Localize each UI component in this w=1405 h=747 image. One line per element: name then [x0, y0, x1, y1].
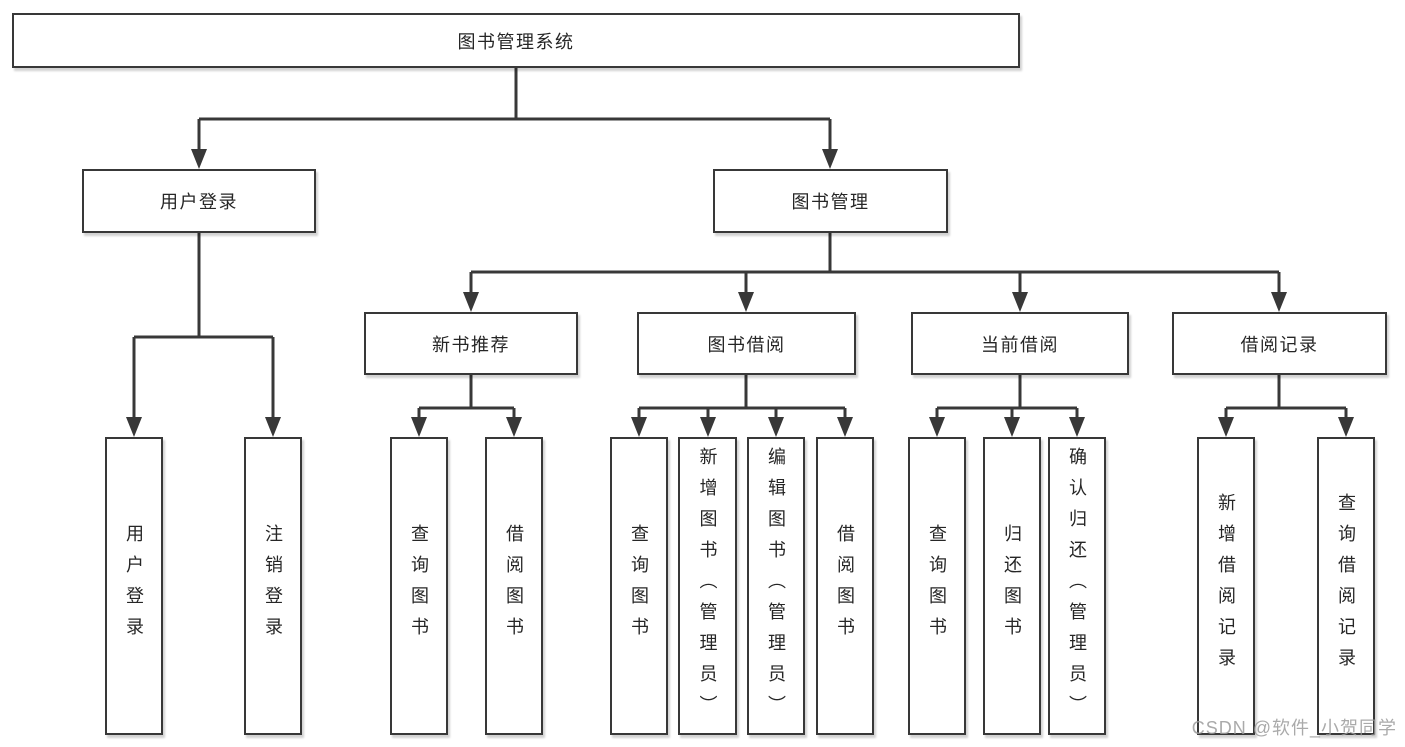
arrow-icon: [1004, 417, 1020, 437]
leaf-records-add-record-label: 新增借阅记录: [1216, 493, 1236, 679]
arrow-icon: [631, 417, 647, 437]
leaf-current-return-books: 归还图书: [983, 437, 1041, 735]
edge-book-mgmt-to-level3: [469, 233, 1281, 294]
leaf-borrow-edit-books-admin: 编辑图书（管理员）: [747, 437, 805, 735]
node-book-borrow-label: 图书借阅: [707, 334, 786, 355]
arrow-icon: [1012, 292, 1028, 312]
node-borrow-records: 借阅记录: [1172, 312, 1387, 375]
leaf-logout-label: 注销登录: [263, 524, 283, 648]
leaf-borrow-add-books-admin: 新增图书（管理员）: [678, 437, 737, 735]
edge-new-book-to-leaves: [417, 375, 516, 419]
arrow-icon: [126, 417, 142, 437]
edge-current-borrow-to-leaves: [935, 375, 1079, 419]
arrow-icon: [1271, 292, 1287, 312]
arrow-icon: [506, 417, 522, 437]
node-book-management-label: 图书管理: [791, 192, 870, 212]
arrow-icon: [411, 417, 427, 437]
arrow-icon: [822, 149, 838, 169]
leaf-current-query-books-label: 查询图书: [927, 524, 947, 648]
arrow-icon: [768, 417, 784, 437]
node-user-login-label: 用户登录: [160, 192, 238, 212]
edge-user-login-to-leaves: [132, 233, 275, 419]
leaf-logout: 注销登录: [244, 437, 302, 735]
leaf-records-query-record: 查询借阅记录: [1317, 437, 1375, 735]
arrow-icon: [463, 292, 479, 312]
node-user-login: 用户登录: [82, 169, 316, 233]
leaf-current-confirm-return-admin-label: 确认归还（管理员）: [1067, 446, 1087, 726]
arrow-icon: [738, 292, 754, 312]
leaf-newrec-borrow-books-label: 借阅图书: [504, 524, 524, 648]
node-new-book-recommend-label: 新书推荐: [432, 334, 510, 355]
arrow-icon: [1069, 417, 1085, 437]
node-borrow-records-label: 借阅记录: [1240, 334, 1319, 355]
edge-book-borrow-to-leaves: [637, 375, 847, 419]
node-book-management: 图书管理: [713, 169, 948, 233]
arrow-icon: [700, 417, 716, 437]
node-current-borrow: 当前借阅: [911, 312, 1129, 375]
node-current-borrow-label: 当前借阅: [981, 334, 1059, 355]
edge-root-to-level2: [197, 68, 832, 151]
leaf-current-confirm-return-admin: 确认归还（管理员）: [1048, 437, 1106, 735]
leaf-borrow-borrow-books-label: 借阅图书: [835, 524, 855, 648]
leaf-records-query-record-label: 查询借阅记录: [1336, 493, 1356, 679]
arrow-icon: [1218, 417, 1234, 437]
leaf-borrow-query-books: 查询图书: [610, 437, 668, 735]
node-root-system: 图书管理系统: [12, 13, 1020, 68]
leaf-borrow-borrow-books: 借阅图书: [816, 437, 874, 735]
csdn-watermark: CSDN @软件_小贺同学: [1191, 718, 1397, 738]
leaf-newrec-borrow-books: 借阅图书: [485, 437, 543, 735]
leaf-borrow-edit-books-admin-label: 编辑图书（管理员）: [766, 446, 786, 726]
arrow-icon: [1338, 417, 1354, 437]
edge-borrow-records-to-leaves: [1224, 375, 1348, 419]
leaf-newrec-query-books-label: 查询图书: [409, 524, 429, 648]
node-root-system-label: 图书管理系统: [457, 31, 575, 52]
arrow-icon: [265, 417, 281, 437]
arrow-icon: [929, 417, 945, 437]
leaf-user-login: 用户登录: [105, 437, 163, 735]
leaf-borrow-add-books-admin-label: 新增图书（管理员）: [697, 446, 718, 726]
arrow-icon: [191, 149, 207, 169]
leaf-records-add-record: 新增借阅记录: [1197, 437, 1255, 735]
leaf-user-login-label: 用户登录: [124, 524, 144, 648]
leaf-current-return-books-label: 归还图书: [1002, 524, 1022, 648]
leaf-current-query-books: 查询图书: [908, 437, 966, 735]
leaf-borrow-query-books-label: 查询图书: [629, 524, 649, 648]
arrow-icon: [837, 417, 853, 437]
node-new-book-recommend: 新书推荐: [364, 312, 578, 375]
leaf-newrec-query-books: 查询图书: [390, 437, 448, 735]
node-book-borrow: 图书借阅: [637, 312, 856, 375]
